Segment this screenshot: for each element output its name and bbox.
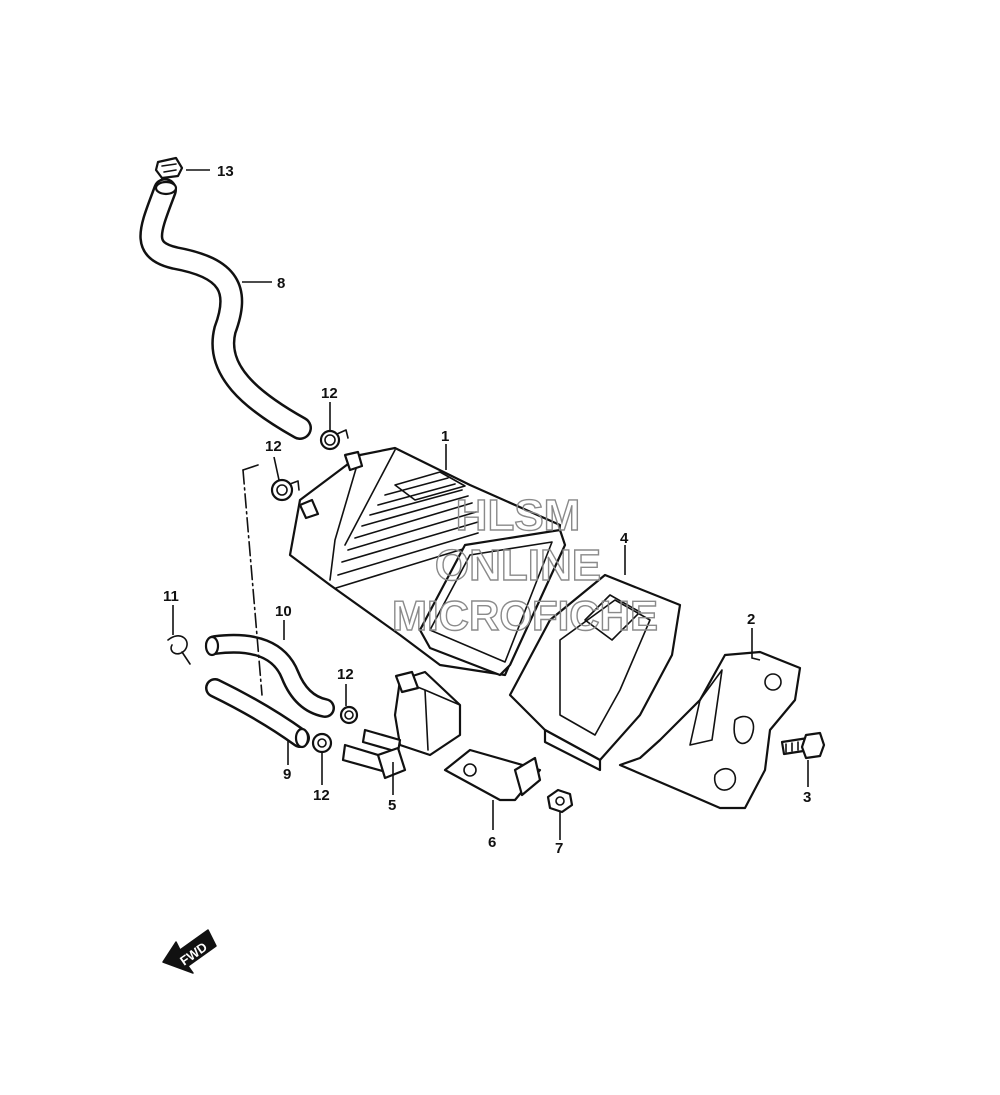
clip-part-13[interactable] (154, 156, 184, 180)
fwd-arrow-icon: FWD (162, 929, 217, 974)
callout-10: 10 (275, 603, 292, 620)
callout-6: 6 (488, 834, 496, 851)
leader-lines (172, 169, 809, 840)
callout-12-left: 12 (265, 438, 282, 455)
callout-7: 7 (555, 840, 563, 857)
callout-1: 1 (441, 428, 449, 445)
clamp-part-12-upper[interactable] (319, 429, 349, 451)
callout-5: 5 (388, 797, 396, 814)
bracket-part-6[interactable] (443, 748, 542, 802)
clamp-part-12-mid[interactable] (339, 705, 359, 725)
cover-part-4[interactable] (508, 573, 682, 772)
clamp-part-12-low[interactable] (311, 732, 333, 754)
callout-3: 3 (803, 789, 811, 806)
callout-11: 11 (163, 588, 179, 605)
watermark-line-3: MICROFICHE (392, 592, 658, 639)
callout-12-upper: 12 (321, 385, 338, 402)
watermark-line-2: ONLINE (435, 541, 601, 590)
watermark-line-1: HLSM (456, 491, 581, 540)
callout-4: 4 (620, 530, 629, 547)
callout-2: 2 (747, 611, 755, 628)
watermark: HLSM ONLINE MICROFICHE (391, 490, 658, 639)
canister-part-1[interactable] (288, 446, 567, 677)
bracket-part-2[interactable] (618, 650, 802, 810)
hose-part-10[interactable] (204, 633, 335, 718)
valve-part-5[interactable] (341, 670, 462, 780)
callout-12-low: 12 (313, 787, 330, 804)
clip-part-11[interactable] (167, 635, 191, 665)
callout-12-mid: 12 (337, 666, 354, 683)
clamp-part-12-left[interactable] (270, 478, 300, 502)
callout-9: 9 (283, 766, 291, 783)
bolt-part-3[interactable] (780, 731, 826, 760)
callout-8: 8 (277, 275, 285, 292)
hose-part-8[interactable] (139, 178, 312, 440)
callout-13: 13 (217, 163, 234, 180)
hose-part-9[interactable] (205, 678, 310, 749)
nut-part-7[interactable] (546, 788, 574, 814)
